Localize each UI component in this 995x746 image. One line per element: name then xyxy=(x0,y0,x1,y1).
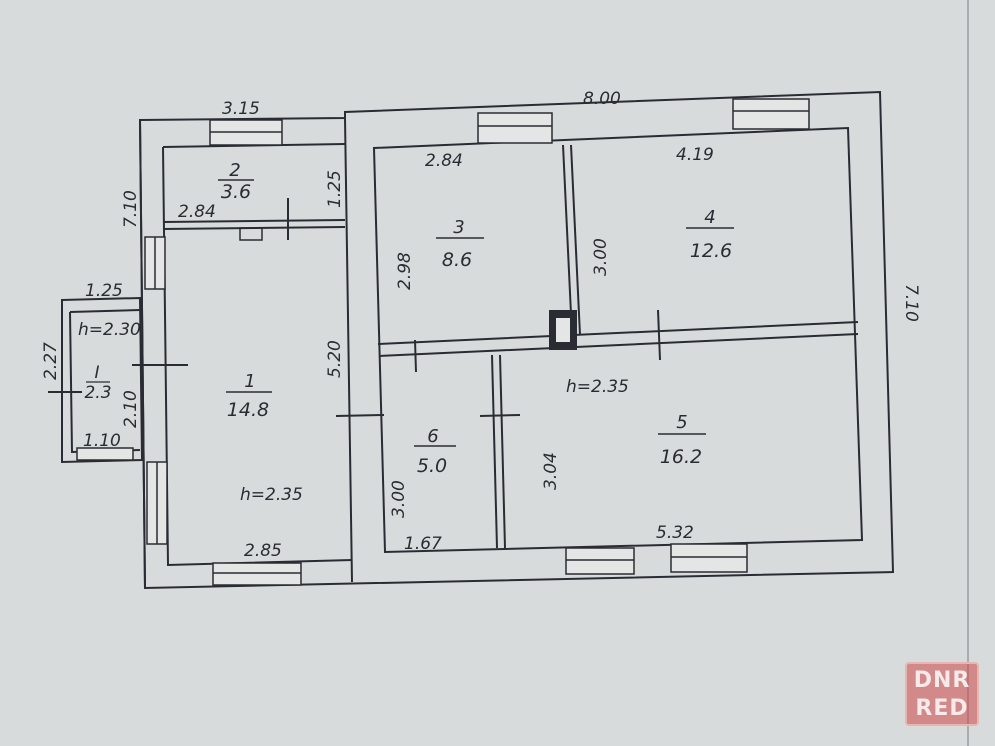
watermark-line2: RED xyxy=(915,696,969,721)
room1-area: 14.8 xyxy=(227,399,269,421)
room6-area: 5.0 xyxy=(417,455,447,477)
porch-number: I xyxy=(94,363,99,383)
room5-height: h=2.35 xyxy=(566,377,629,397)
room2-number: 2 xyxy=(229,160,240,181)
room3-length: 2.98 xyxy=(395,252,415,290)
porch-outline xyxy=(61,296,144,464)
room4-area: 12.6 xyxy=(690,240,732,262)
dim-porch-top: 1.25 xyxy=(85,281,123,301)
door-marks xyxy=(48,198,661,417)
inner-wall-right-block xyxy=(372,126,864,554)
room4-width: 4.19 xyxy=(676,145,714,165)
wall-6-5 xyxy=(491,354,506,549)
room1-width: 2.85 xyxy=(244,541,282,561)
room5-width: 5.32 xyxy=(656,523,694,543)
wall-mid xyxy=(377,321,859,357)
room5-area: 16.2 xyxy=(660,446,702,468)
room2-side: 1.25 xyxy=(325,170,345,208)
room5-number: 5 xyxy=(676,412,687,433)
room3-width: 2.84 xyxy=(425,151,463,171)
dim-top-total: 8.00 xyxy=(583,89,621,109)
room1-number: 1 xyxy=(244,371,255,392)
room4-number: 4 xyxy=(704,207,715,228)
wall-3-4 xyxy=(562,144,581,336)
dim-top-left: 3.15 xyxy=(222,99,260,119)
dimension-labels: 8.00 3.15 7.10 7.10 1.25 2.27 1.10 2.10 … xyxy=(41,89,921,561)
room3-number: 3 xyxy=(453,217,464,238)
dim-porch-wall: 2.10 xyxy=(121,390,141,428)
room2-width: 2.84 xyxy=(178,202,216,222)
room2-area: 3.6 xyxy=(221,181,251,203)
room-labels: 1 14.8 h=2.35 2 3.6 3 8.6 4 12.6 5 16.2 … xyxy=(78,160,734,505)
window-room3 xyxy=(477,112,553,144)
vent-shape xyxy=(239,227,263,241)
stove xyxy=(239,227,577,350)
room3-area: 8.6 xyxy=(442,249,472,271)
room4-length: 3.00 xyxy=(591,238,611,276)
room6-length: 3.00 xyxy=(389,480,409,518)
window-room5-left xyxy=(565,547,635,575)
room6-width: 1.67 xyxy=(404,534,442,554)
watermark-line1: DNR xyxy=(913,668,971,693)
dim-left-upper: 7.10 xyxy=(121,190,141,228)
window-porch xyxy=(76,447,134,461)
dim-right-side: 7.10 xyxy=(901,284,921,322)
room6-number: 6 xyxy=(427,426,438,447)
porch-area: 2.3 xyxy=(84,383,111,403)
dim-porch-side: 2.27 xyxy=(41,342,61,380)
room1-height: h=2.35 xyxy=(240,485,303,505)
porch-height: h=2.30 xyxy=(78,320,141,340)
window-room1-bottom xyxy=(212,562,302,586)
window-room5-right xyxy=(670,543,748,573)
room5-length: 3.04 xyxy=(541,452,561,490)
watermark-logo: DNR RED xyxy=(905,662,979,726)
dim-porch-bottom: 1.10 xyxy=(83,431,121,451)
windows xyxy=(76,98,810,586)
window-room4 xyxy=(732,98,810,130)
room1-length: 5.20 xyxy=(325,340,345,378)
